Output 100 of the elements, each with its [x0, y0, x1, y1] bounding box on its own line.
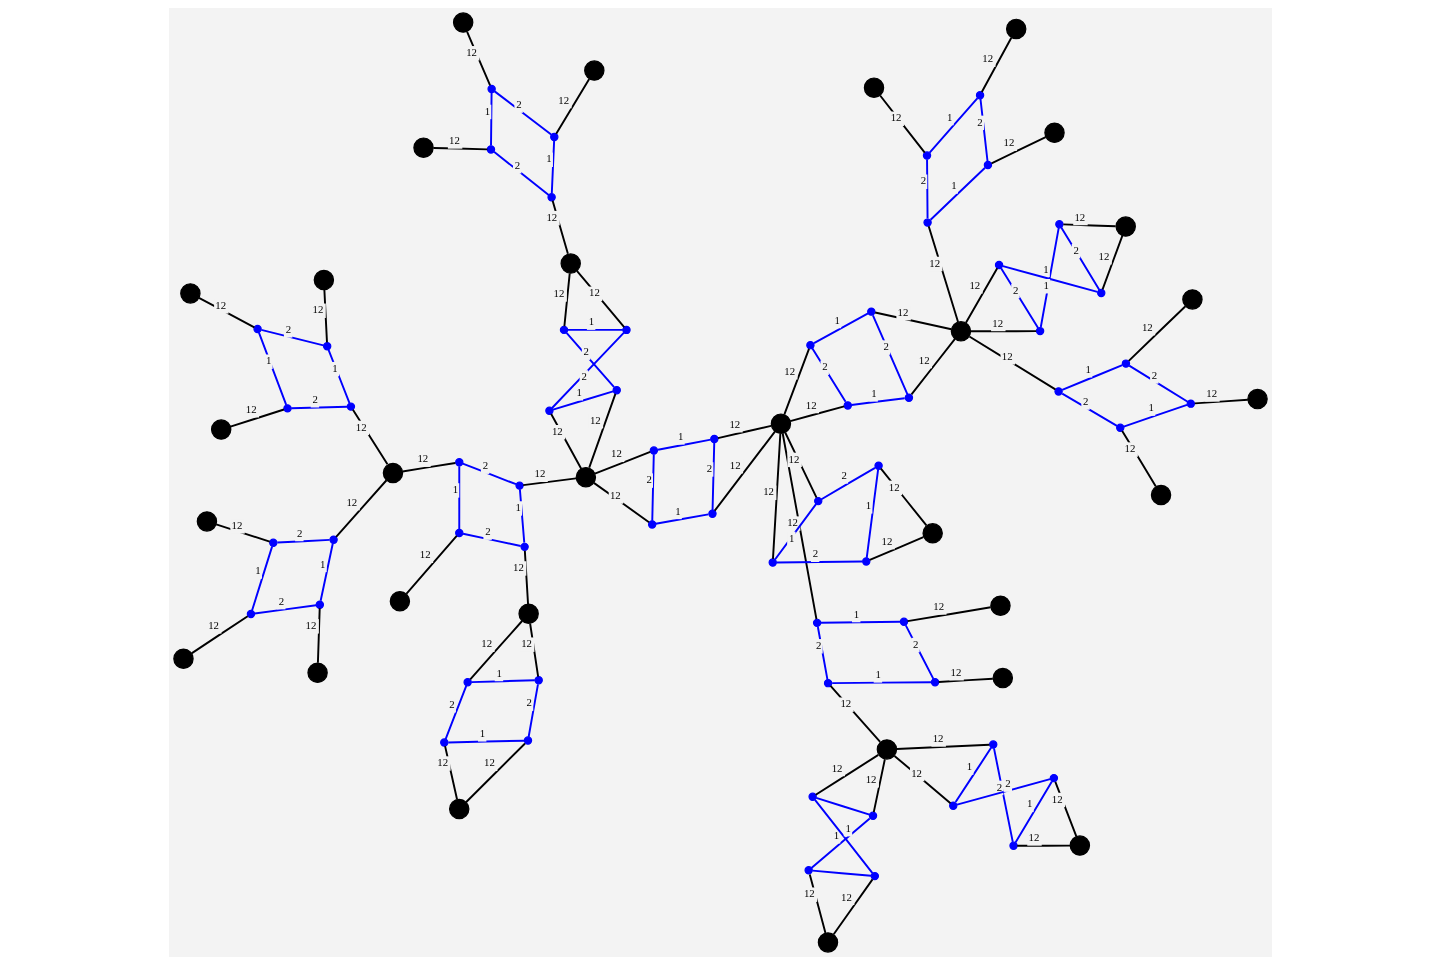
edge-label: 12: [969, 278, 981, 291]
edge-label: 12: [611, 447, 622, 460]
node-dot: [899, 617, 909, 626]
node-dot: [804, 866, 813, 875]
node-dot: [1035, 326, 1045, 336]
node-dot: [612, 385, 621, 395]
connector: [832, 878, 874, 936]
edge-label: 2: [285, 323, 292, 336]
node-circle: [584, 60, 605, 81]
edge-label: 1: [947, 110, 953, 123]
node-circle: [1069, 835, 1091, 856]
edge-label: 2: [841, 469, 847, 482]
edge-label: 12: [1098, 249, 1110, 262]
node-dot: [463, 678, 472, 687]
node-dot: [329, 535, 338, 544]
connector: [810, 817, 871, 869]
connector: [895, 743, 991, 750]
node-dot: [1116, 423, 1125, 432]
node-circle: [1005, 18, 1027, 40]
edge-label: 12: [437, 756, 449, 769]
edge-label: 1: [452, 483, 459, 496]
connector: [432, 146, 489, 151]
node-dot: [862, 557, 871, 566]
connector: [335, 479, 388, 538]
edge-label: 12: [558, 93, 570, 106]
connector: [551, 199, 569, 255]
edge-label: 2: [516, 98, 522, 111]
connector: [550, 139, 556, 195]
edge-label: 1: [875, 668, 881, 681]
connector: [964, 267, 999, 324]
connector: [1127, 305, 1187, 362]
node-dot: [269, 538, 278, 547]
edge-label: 12: [929, 256, 941, 269]
edge-label: 12: [911, 766, 922, 779]
connector: [1000, 267, 1040, 329]
edge-label: 1: [871, 387, 877, 400]
node-dot: [283, 404, 292, 413]
connector: [465, 742, 526, 803]
edge-label: 1: [546, 152, 552, 165]
node-dot: [246, 609, 256, 619]
connector: [815, 796, 871, 816]
edge-label: 12: [551, 424, 563, 437]
edge-label: 2: [1073, 243, 1079, 256]
connector: [657, 438, 712, 451]
edge-label: 2: [706, 462, 713, 475]
edge-label: 1: [966, 760, 973, 773]
node-dot: [867, 307, 876, 316]
edge-label: 2: [526, 696, 533, 709]
connector: [910, 338, 956, 396]
edge-label: 12: [933, 600, 945, 613]
edge-label: 2: [1005, 777, 1011, 790]
edge-label: 12: [312, 303, 324, 316]
node-dot: [647, 520, 657, 529]
edge-label: 12: [918, 353, 930, 366]
edge-label: 12: [1124, 442, 1136, 455]
edge-label: 12: [1028, 831, 1040, 844]
edge-label: 12: [831, 761, 843, 774]
edge-label: 12: [805, 398, 817, 411]
node-circle: [1044, 122, 1065, 143]
edge-label: 1: [479, 726, 486, 739]
edge-label: 12: [729, 417, 741, 430]
node-dot: [904, 393, 914, 402]
connector: [593, 450, 652, 475]
connector: [592, 481, 650, 524]
edge-label: 12: [897, 305, 909, 318]
edge-label: 2: [583, 345, 590, 358]
edge-label: 2: [883, 340, 889, 353]
edge-label: 12: [245, 402, 257, 415]
connector: [1016, 844, 1072, 847]
node-circle: [922, 523, 943, 544]
edge-label: 2: [312, 392, 318, 405]
edge-label: 12: [609, 489, 621, 502]
connector: [850, 397, 906, 406]
connector: [979, 98, 989, 163]
edge-label: 12: [890, 111, 902, 124]
node-circle: [313, 269, 335, 291]
edge-label: 12: [521, 637, 532, 650]
node-dot: [983, 160, 993, 170]
node-circle: [990, 595, 1011, 616]
node-dot: [547, 193, 556, 202]
edge-label: 1: [1148, 401, 1154, 414]
node-dot: [534, 676, 543, 685]
node-dot: [1055, 220, 1064, 229]
node-circle: [1247, 388, 1268, 410]
connector: [529, 622, 540, 678]
connector: [1128, 364, 1189, 403]
node-dot: [455, 458, 464, 467]
node-dot: [989, 740, 998, 749]
connector: [819, 620, 902, 624]
edge-label: 2: [920, 174, 927, 187]
connector: [523, 549, 529, 605]
node-dot: [486, 145, 496, 154]
connector: [518, 488, 526, 544]
node-circle: [307, 662, 328, 683]
node-dot: [710, 434, 719, 444]
node-dot: [487, 84, 496, 94]
node-dot: [874, 461, 883, 470]
connector: [563, 272, 571, 328]
node-circle: [210, 419, 232, 440]
edge-label: 1: [496, 666, 502, 679]
